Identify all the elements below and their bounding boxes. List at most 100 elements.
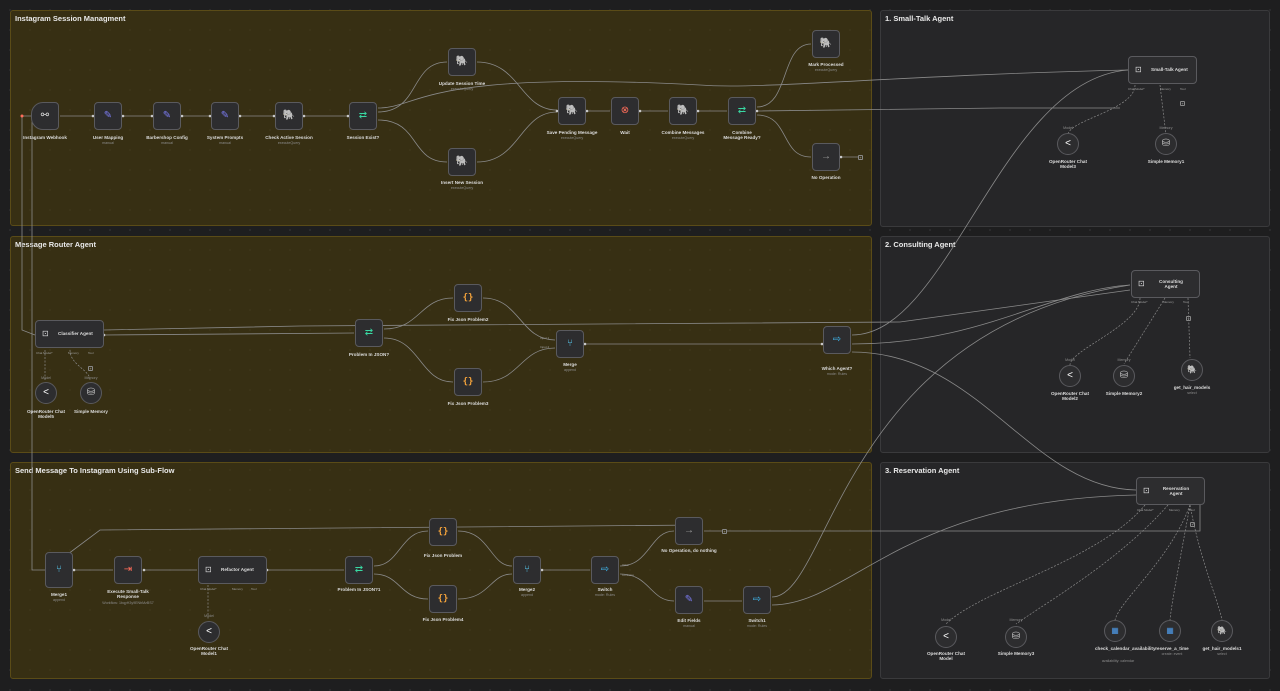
add-tool-plus-st[interactable]: +	[1180, 101, 1185, 106]
switch-route-icon: ⇨	[832, 334, 842, 345]
node-no-operation-nothing[interactable]: →	[675, 517, 703, 545]
node-refactor-agent[interactable]: ⊡ Refactor Agent	[198, 556, 267, 584]
code-braces-icon: {}	[462, 376, 474, 387]
node-fix-json-problem3[interactable]: {}	[454, 368, 482, 396]
group-reservation-title: 3. Reservation Agent	[885, 466, 960, 475]
label-check-calendar: check_calendar_availability	[1095, 646, 1156, 651]
node-which-agent[interactable]: ⇨	[823, 326, 851, 354]
add-tool-plus-res[interactable]: +	[1190, 522, 1195, 527]
node-small-talk-agent[interactable]: ⊡ Small-Talk Agent	[1128, 56, 1197, 84]
node-openrouter-model2[interactable]: <	[1059, 365, 1081, 387]
robot-icon: ⊡	[1138, 279, 1145, 288]
node-update-session-time[interactable]: 🐘	[448, 48, 476, 76]
node-merge[interactable]: ⑂	[556, 330, 584, 358]
node-check-active-session[interactable]: 🐘	[275, 102, 303, 130]
node-wait[interactable]: ⊗	[611, 97, 639, 125]
node-switch1[interactable]: ⇨	[743, 586, 771, 614]
port-chat-model: Chat Model*	[36, 351, 53, 355]
node-reservation-agent[interactable]: ⊡ Reservation Agent	[1136, 477, 1205, 505]
group-consulting[interactable]: 2. Consulting Agent	[880, 236, 1270, 453]
node-mark-processed[interactable]: 🐘	[812, 30, 840, 58]
postgres-icon: 🐘	[455, 56, 469, 67]
node-classifier-agent[interactable]: ⊡ Classifier Agent	[35, 320, 104, 348]
merge-icon: ⑂	[524, 564, 530, 575]
label-problem-in-json1: Problem In JSON?1	[337, 587, 381, 592]
label-simple-memory: Simple Memory	[74, 409, 108, 414]
node-get-hair-models1[interactable]: 🐘	[1211, 620, 1233, 642]
node-combine-message-ready[interactable]: ⇄	[728, 97, 756, 125]
postgres-icon: 🐘	[819, 38, 833, 49]
sub-merge: append	[564, 368, 576, 372]
group-smalltalk[interactable]: 1. Small-Talk Agent	[880, 10, 1270, 227]
node-edit-fields[interactable]: ✎	[675, 586, 703, 614]
label-no-operation: No Operation	[811, 175, 841, 180]
node-barbershop-config[interactable]: ✎	[153, 102, 181, 130]
node-merge1[interactable]: ⑂	[45, 552, 73, 588]
pencil-icon: ✎	[103, 110, 113, 121]
node-problem-in-json1[interactable]: ⇄	[345, 556, 373, 584]
node-fix-json-problem2[interactable]: {}	[454, 284, 482, 312]
node-no-operation[interactable]: →	[812, 143, 840, 171]
port-chat-model-r: Chat Model*	[200, 587, 217, 591]
sub-execute-small-talk: Workflow: 1bqyH3y9ENbMzBS7	[102, 601, 154, 605]
node-check-calendar[interactable]: ▦	[1104, 620, 1126, 642]
code-braces-icon: {}	[437, 526, 449, 537]
node-simple-memory[interactable]: ⛁	[80, 382, 102, 404]
add-node-plus-2[interactable]: +	[722, 529, 727, 534]
sub-get-hair-models: select	[1187, 391, 1197, 395]
add-node-plus[interactable]: +	[858, 155, 863, 160]
group-send[interactable]: Send Message To Instagram Using Sub-Flow	[10, 462, 872, 679]
port-input2: Input 2	[540, 345, 550, 349]
node-save-pending-message[interactable]: 🐘	[558, 97, 586, 125]
node-fix-json-problem[interactable]: {}	[429, 518, 457, 546]
add-tool-plus[interactable]: +	[88, 366, 93, 371]
label-simple-memory3: Simple Memory3	[997, 651, 1035, 656]
database-icon: ⛁	[1011, 631, 1021, 642]
postgres-icon: 🐘	[1217, 626, 1227, 635]
sub-merge2: append	[521, 593, 533, 597]
label-update-session-time: Update Session Time	[438, 81, 486, 86]
node-openrouter-model5[interactable]: <	[35, 382, 57, 404]
arrow-right-icon: →	[684, 525, 694, 536]
robot-icon: ⊡	[1143, 486, 1150, 495]
node-merge2[interactable]: ⑂	[513, 556, 541, 584]
node-openrouter-model3[interactable]: <	[1057, 133, 1079, 155]
node-session-exist[interactable]: ⇄	[349, 102, 377, 130]
postgres-icon: 🐘	[1187, 365, 1197, 374]
group-router[interactable]: Message Router Agent	[10, 236, 872, 453]
label-merge2: Merge2	[518, 587, 536, 592]
label-get-hair-models1: get_hair_models1	[1202, 646, 1242, 651]
node-system-prompts[interactable]: ✎	[211, 102, 239, 130]
node-switch[interactable]: ⇨	[591, 556, 619, 584]
node-openrouter-model1[interactable]: <	[198, 621, 220, 643]
node-openrouter-model[interactable]: <	[935, 626, 957, 648]
port-model-5: Model	[41, 376, 51, 380]
label-reserve-a-time: reserve_a_time	[1155, 646, 1189, 651]
node-simple-memory2[interactable]: ⛁	[1113, 365, 1135, 387]
node-consulting-agent[interactable]: ⊡ Consulting Agent	[1131, 270, 1200, 298]
node-instagram-webhook[interactable]: ⚯	[31, 102, 59, 130]
node-simple-memory1[interactable]: ⛁	[1155, 133, 1177, 155]
add-tool-plus-c[interactable]: +	[1186, 316, 1191, 321]
robot-icon: ⊡	[42, 329, 49, 338]
node-problem-in-json[interactable]: ⇄	[355, 319, 383, 347]
node-insert-new-session[interactable]: 🐘	[448, 148, 476, 176]
node-combine-messages[interactable]: 🐘	[669, 97, 697, 125]
label-consulting-agent: Consulting Agent	[1159, 279, 1183, 289]
node-get-hair-models[interactable]: 🐘	[1181, 359, 1203, 381]
label-fix-json-problem4: Fix Json Problem4	[422, 617, 464, 622]
label-openrouter-model5: OpenRouter Chat Model5	[26, 409, 66, 419]
node-user-mapping[interactable]: ✎	[94, 102, 122, 130]
node-execute-small-talk[interactable]: ⇥	[114, 556, 142, 584]
sub-mark-processed: executeQuery	[814, 68, 838, 72]
node-fix-json-problem4[interactable]: {}	[429, 585, 457, 613]
label-instagram-webhook: Instagram Webhook	[23, 135, 67, 140]
port-chat-model-st: Chat Model*	[1128, 87, 1145, 91]
code-braces-icon: {}	[437, 593, 449, 604]
node-reserve-a-time[interactable]: ▦	[1159, 620, 1181, 642]
port-memory-0: Memory	[84, 376, 98, 380]
database-icon: ⛁	[86, 387, 96, 398]
label-no-operation-nothing: No Operation, do nothing	[661, 548, 717, 553]
node-simple-memory3[interactable]: ⛁	[1005, 626, 1027, 648]
